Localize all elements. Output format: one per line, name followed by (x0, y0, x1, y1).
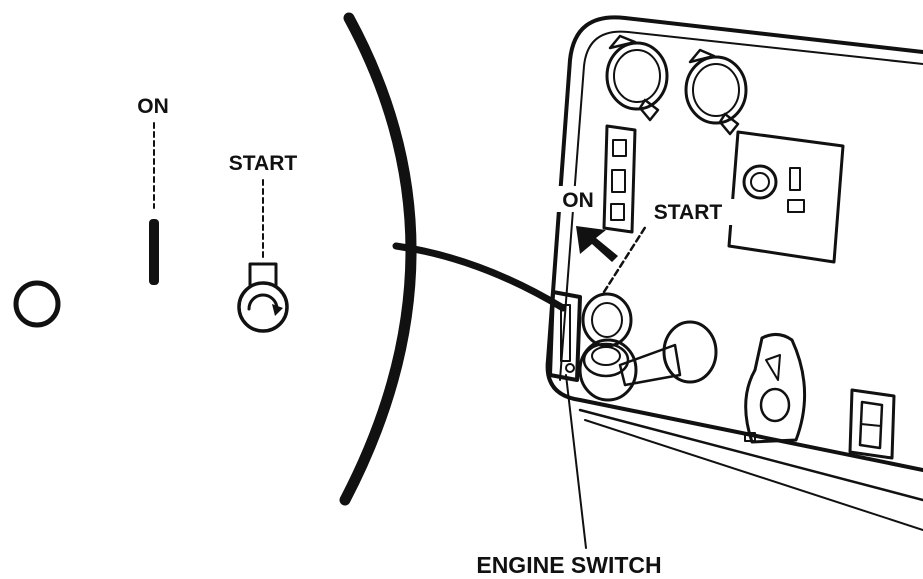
on-position-symbol (149, 219, 159, 285)
leader-engine-switch (565, 374, 587, 549)
fuel-valve-knob (744, 333, 807, 444)
panel-base-edge-2 (584, 419, 923, 531)
rocker-switch (848, 388, 896, 460)
label-on-panel-bg (556, 186, 600, 212)
panel-outline (545, 15, 923, 472)
cap-right (684, 48, 748, 136)
engine-switch (548, 290, 582, 382)
choke-knob-cluster (578, 292, 718, 402)
indicator-strip (602, 124, 637, 234)
label-on-panel: ON (562, 189, 594, 212)
cap-left (605, 34, 669, 122)
magnifier-connector (392, 242, 567, 312)
label-start-left: START (229, 152, 298, 175)
turn-direction-arrow (576, 226, 618, 262)
magnifier-arc (339, 12, 417, 506)
label-on-left: ON (137, 95, 169, 118)
outlet-plate (727, 130, 845, 264)
label-start-panel: START (654, 201, 723, 224)
start-position-symbol (237, 262, 289, 333)
switch-position-legend: ON START (13, 95, 298, 333)
label-engine-switch: ENGINE SWITCH (476, 552, 661, 578)
control-panel (545, 15, 923, 549)
leader-start-panel (602, 224, 648, 294)
off-position-symbol (13, 280, 61, 328)
panel-base-edge (578, 408, 923, 502)
label-start-panel-bg (636, 199, 740, 225)
panel-inner-edge (559, 30, 923, 381)
